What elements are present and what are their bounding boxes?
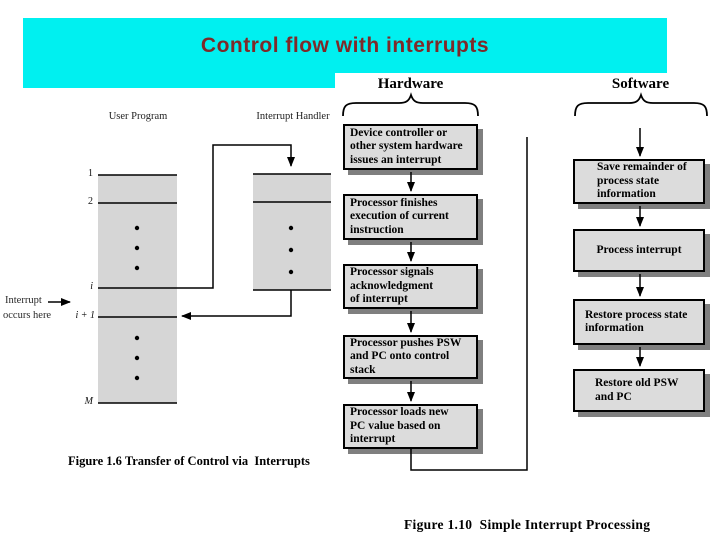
hw-step-finish-instruction: Processor finishes execution of current … [343,194,478,240]
sw-step-restore-psw-pc: Restore old PSW and PC [573,369,705,412]
hw-step-signal-ack: Processor signals acknowledgment of inte… [343,264,478,309]
hw-step-text: Processor loads new PC value based on in… [350,406,449,446]
interrupt-occurs-note-line1: Interrupt [5,295,42,306]
sw-step-text: Process interrupt [596,243,682,256]
title-banner: Control flow with interrupts [23,18,667,73]
hw-step-text: Processor pushes PSW and PC onto control… [350,336,462,376]
row-label-i-plus-1: i + 1 [75,310,95,321]
software-column-label: Software [611,76,670,92]
row-label-2: 2 [88,196,93,207]
hw-step-push-psw-pc: Processor pushes PSW and PC onto control… [343,335,478,379]
interrupt-occurs-note-line2: occurs here [3,310,52,321]
row-label-i: i [90,281,93,292]
interrupt-return-connector [181,290,292,320]
hw-step-load-new-pc: Processor loads new PC value based on in… [343,404,478,449]
hw-step-text: Processor signals acknowledgment of inte… [350,266,434,306]
page-title: Control flow with interrupts [200,33,490,57]
sw-step-save-state: Save remainder of process state informat… [573,159,705,204]
row-label-m: M [84,396,93,407]
row-label-1: 1 [88,168,93,179]
user-program-label: User Program [108,111,168,122]
hardware-column-label: Hardware [377,76,444,92]
hw-step-device-controller: Device controller or other system hardwa… [343,124,478,170]
figure-1-10-caption: Figure 1.10 Simple Interrupt Processing [404,517,651,532]
software-brace [574,92,708,117]
sw-step-process-interrupt: Process interrupt [573,229,705,272]
title-banner-extension [23,73,335,88]
user-program-block [98,175,177,403]
hardware-brace [342,92,479,117]
sw-step-text: Save remainder of process state informat… [597,161,687,201]
figure-1-6-caption: Figure 1.6 Transfer of Control via Inter… [68,454,310,468]
interrupt-handler-block [253,174,331,290]
sw-step-text: Restore old PSW and PC [595,377,679,403]
hw-step-text: Device controller or other system hardwa… [350,126,463,166]
sw-step-text: Restore process state information [585,308,688,335]
interrupt-handler-label: Interrupt Handler [256,111,330,122]
hw-step-text: Processor finishes execution of current … [350,196,449,236]
sw-step-restore-state: Restore process state information [573,299,705,345]
